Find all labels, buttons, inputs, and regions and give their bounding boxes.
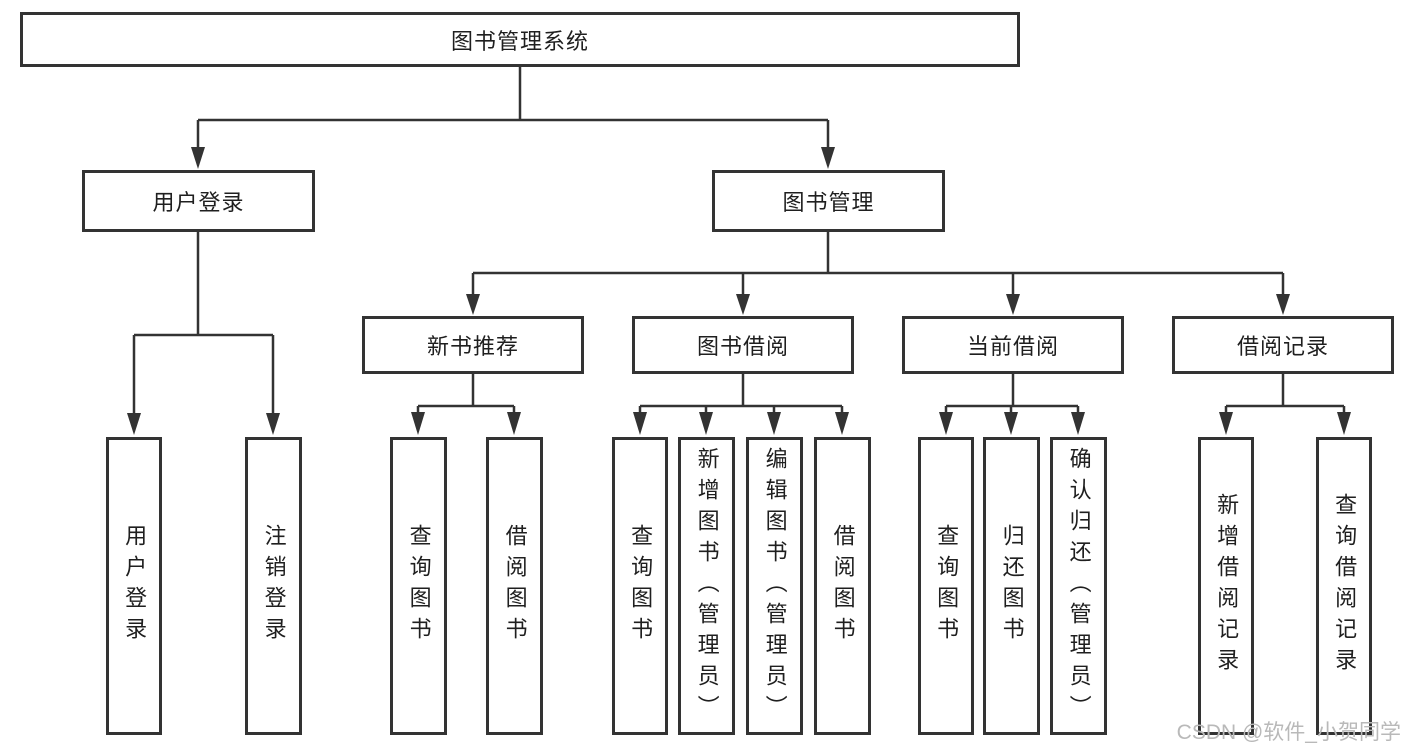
leaf-cb-return-books: 归还图书 (983, 437, 1040, 735)
node-root: 图书管理系统 (20, 12, 1020, 67)
node-new-book-recommend-label: 新书推荐 (426, 334, 519, 359)
node-new-book-recommend: 新书推荐 (362, 316, 584, 374)
edge-borrow-records (1219, 374, 1351, 435)
leaf-nbr-query-books-label: 查询图书 (406, 524, 432, 648)
edge-user-login (127, 232, 280, 435)
leaf-bb-borrow-books-label: 借阅图书 (830, 524, 856, 648)
leaf-logout-label: 注销登录 (261, 524, 287, 648)
node-current-borrow: 当前借阅 (902, 316, 1124, 374)
node-book-borrow-label: 图书借阅 (696, 334, 789, 359)
leaf-user-login-label: 用户登录 (122, 524, 148, 648)
leaf-cb-query-books: 查询图书 (918, 437, 974, 735)
edge-book-management (466, 232, 1290, 315)
leaf-user-login: 用户登录 (106, 437, 162, 735)
leaf-bb-query-books: 查询图书 (612, 437, 668, 735)
leaf-nbr-borrow-books-label: 借阅图书 (502, 524, 528, 648)
edge-root (191, 67, 835, 169)
node-book-management: 图书管理 (712, 170, 945, 232)
leaf-br-add-record-label: 新增借阅记录 (1214, 493, 1240, 679)
leaf-nbr-query-books: 查询图书 (390, 437, 447, 735)
leaf-bb-edit-books-admin-label: 编辑图书（管理员） (762, 446, 788, 726)
leaf-bb-borrow-books: 借阅图书 (814, 437, 871, 735)
edge-new-book-recommend (411, 374, 521, 435)
node-borrow-records-label: 借阅记录 (1236, 334, 1329, 359)
watermark: CSDN @软件_小贺同学 (1176, 721, 1401, 744)
leaf-br-query-record-label: 查询借阅记录 (1332, 493, 1358, 679)
node-current-borrow-label: 当前借阅 (966, 334, 1059, 359)
leaf-bb-add-books-admin: 新增图书（管理员） (678, 437, 735, 735)
leaf-bb-add-books-admin-label: 新增图书（管理员） (694, 446, 720, 726)
leaf-br-add-record: 新增借阅记录 (1198, 437, 1254, 735)
leaf-cb-confirm-return-admin-label: 确认归还（管理员） (1066, 446, 1092, 726)
leaf-logout: 注销登录 (245, 437, 302, 735)
leaf-nbr-borrow-books: 借阅图书 (486, 437, 543, 735)
leaf-cb-confirm-return-admin: 确认归还（管理员） (1050, 437, 1107, 735)
node-user-login-label: 用户登录 (152, 190, 245, 215)
leaf-bb-edit-books-admin: 编辑图书（管理员） (746, 437, 803, 735)
leaf-cb-query-books-label: 查询图书 (934, 524, 960, 648)
leaf-bb-query-books-label: 查询图书 (628, 524, 654, 648)
node-user-login: 用户登录 (82, 170, 315, 232)
edge-book-borrow (633, 374, 849, 435)
node-root-label: 图书管理系统 (450, 28, 589, 54)
edge-current-borrow (939, 374, 1085, 435)
leaf-cb-return-books-label: 归还图书 (999, 524, 1025, 648)
node-book-borrow: 图书借阅 (632, 316, 854, 374)
node-book-management-label: 图书管理 (782, 190, 875, 215)
node-borrow-records: 借阅记录 (1172, 316, 1394, 374)
leaf-br-query-record: 查询借阅记录 (1316, 437, 1372, 735)
